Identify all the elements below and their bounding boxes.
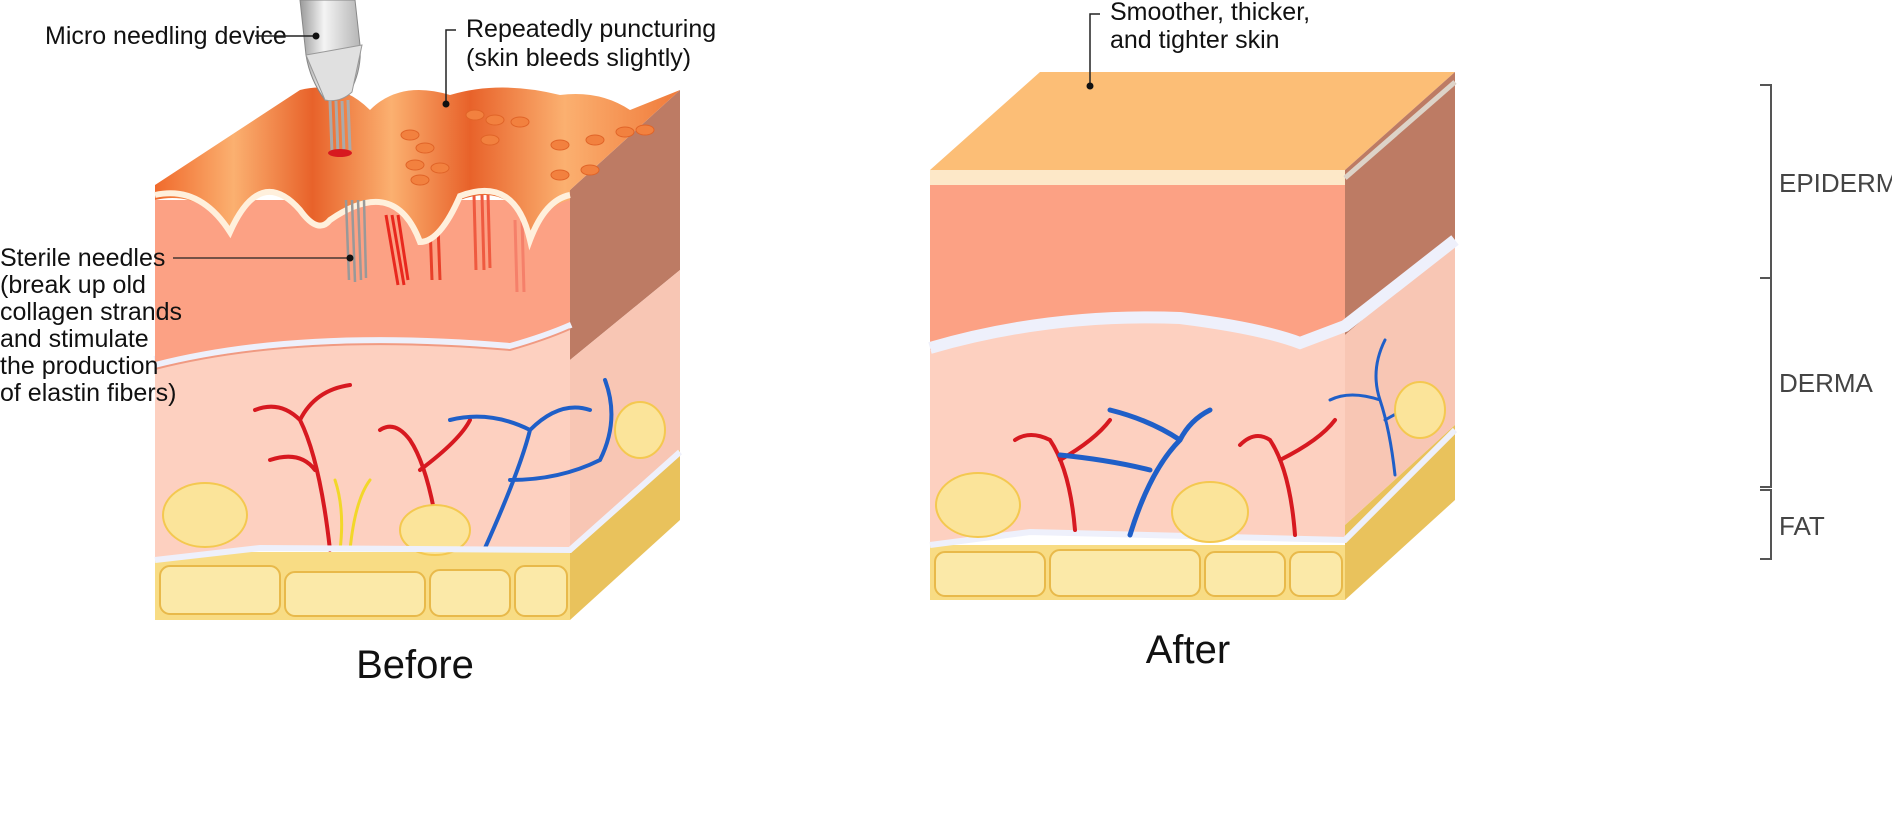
needle-tracks — [384, 194, 526, 293]
svg-text:(skin bleeds slightly): (skin bleeds slightly) — [466, 44, 691, 72]
sterile-needles-icon — [328, 99, 352, 155]
svg-text:Repeatedly puncturing: Repeatedly puncturing — [466, 15, 716, 43]
svg-text:collagen strands: collagen strands — [0, 298, 182, 326]
after-fat-cells — [935, 381, 1446, 543]
svg-text:of elastin fibers): of elastin fibers) — [0, 379, 176, 407]
before-derma-layer — [155, 330, 570, 560]
after-skin-block — [928, 72, 1459, 600]
after-side-fat — [1345, 425, 1455, 600]
svg-text:the production: the production — [0, 352, 158, 380]
after-title: After — [1146, 628, 1230, 672]
before-blood-vessels — [253, 378, 614, 552]
label-fat: FAT — [1779, 511, 1825, 541]
label-repeatedly-puncturing: Repeatedly puncturing (skin bleeds sligh… — [442, 15, 716, 108]
after-blood-vessels — [1013, 338, 1442, 538]
before-epidermis-layer — [155, 200, 570, 362]
svg-text:Micro needling device: Micro needling device — [45, 22, 287, 50]
after-derma-layer — [930, 319, 1345, 545]
label-sterile-needles: Sterile needles (break up old collagen s… — [0, 244, 354, 407]
label-smoother-skin: Smoother, thicker, and tighter skin — [1086, 0, 1310, 90]
before-skin-crease — [154, 187, 571, 251]
puncture-holes — [400, 109, 655, 186]
after-top-surface — [930, 72, 1455, 170]
after-basal-cells — [928, 235, 1459, 354]
before-title: Before — [356, 643, 474, 687]
layer-brackets — [1760, 84, 1772, 560]
needles-in-skin-icon — [344, 199, 368, 283]
svg-text:(break up old: (break up old — [0, 271, 146, 299]
before-side-fat — [570, 450, 680, 620]
label-micro-needling-device: Micro needling device — [45, 22, 320, 50]
label-epidermis: EPIDERMIS — [1779, 168, 1892, 198]
before-fat-cells — [162, 401, 666, 556]
label-derma: DERMA — [1779, 368, 1874, 398]
after-side-epidermis — [1345, 72, 1455, 335]
svg-text:Smoother, thicker,: Smoother, thicker, — [1110, 0, 1310, 26]
before-skin-block — [153, 87, 682, 620]
svg-text:and tighter skin: and tighter skin — [1110, 26, 1280, 54]
svg-text:Sterile needles: Sterile needles — [0, 244, 165, 272]
micro-needling-device — [299, 0, 368, 283]
svg-text:and stimulate: and stimulate — [0, 325, 149, 353]
